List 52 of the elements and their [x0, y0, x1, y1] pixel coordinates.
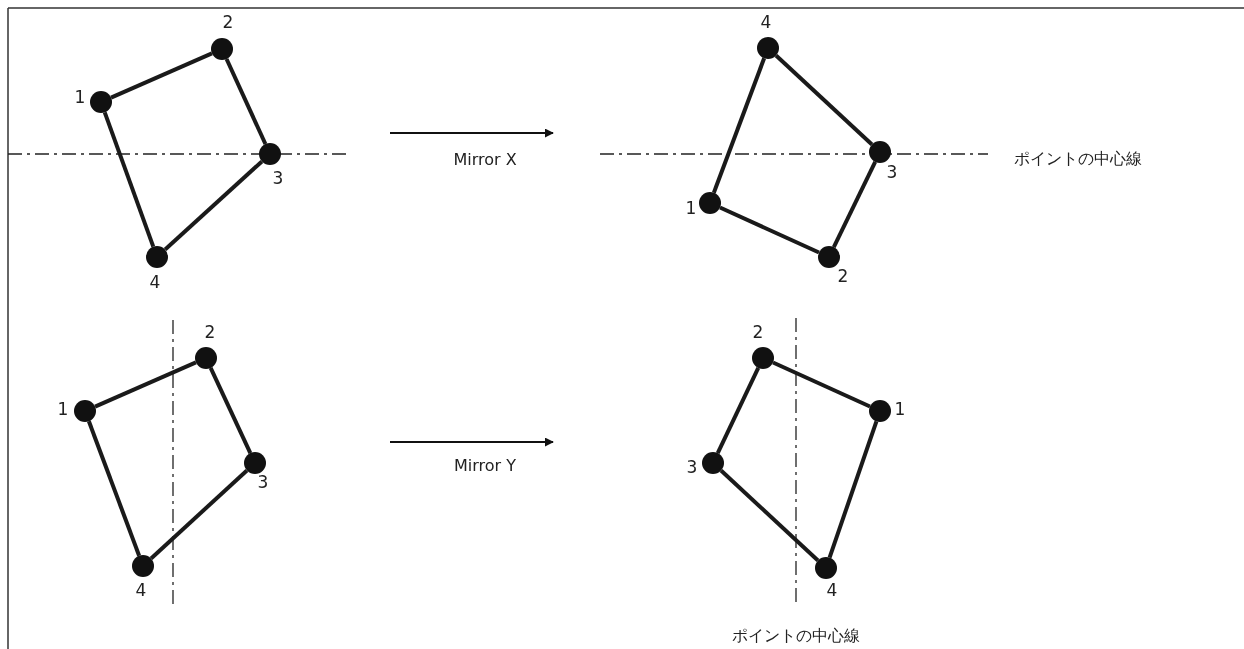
point-number: 2 [222, 13, 234, 31]
point-number: 2 [837, 267, 849, 285]
point-dot [244, 452, 266, 474]
polygon-edge [208, 367, 253, 454]
polygon-edge [715, 367, 761, 454]
polygon-edge [224, 58, 268, 145]
point-number: 3 [886, 163, 898, 181]
point-number: 3 [272, 169, 284, 187]
point-number: 4 [760, 13, 772, 31]
point-number: 4 [826, 581, 838, 599]
polygon-edge [87, 420, 141, 557]
point-number: 1 [57, 400, 69, 418]
point-dot [702, 452, 724, 474]
point-dot [146, 246, 168, 268]
point-dot [195, 347, 217, 369]
point-dot [211, 38, 233, 60]
point-number: 4 [135, 581, 147, 599]
point-number: 2 [752, 323, 764, 341]
point-number: 1 [894, 400, 906, 418]
point-dot [699, 192, 721, 214]
point-number: 3 [257, 473, 269, 491]
operation-label: Mirror X [453, 151, 517, 169]
polygon-edge [149, 468, 249, 561]
point-dot [815, 557, 837, 579]
point-number: 2 [204, 323, 216, 341]
polygon-edge [719, 469, 820, 562]
polygon-edge [719, 205, 820, 255]
point-dot [132, 555, 154, 577]
point-dot [818, 246, 840, 268]
polygon-edge [712, 57, 766, 194]
point-dot [757, 37, 779, 59]
point-number: 1 [685, 199, 697, 217]
point-number: 1 [74, 88, 86, 106]
polygon-edge [110, 51, 213, 100]
point-dot [869, 400, 891, 422]
point-dot [74, 400, 96, 422]
point-number: 3 [686, 458, 698, 476]
point-dot [752, 347, 774, 369]
center-line-label: ポイントの中心線 [1014, 150, 1142, 168]
point-number: 4 [149, 273, 161, 291]
polygon-edge [94, 360, 197, 409]
point-dot [90, 91, 112, 113]
polygon-edge [102, 111, 156, 248]
polygon-edge [163, 159, 264, 252]
operation-label: Mirror Y [454, 457, 516, 475]
center-line-label: ポイントの中心線 [732, 627, 860, 645]
polygon-edge [774, 54, 874, 146]
point-dot [259, 143, 281, 165]
polygon-edge [827, 420, 879, 559]
polygon-edge [772, 360, 871, 409]
polygon-edge [832, 161, 877, 248]
point-dot [869, 141, 891, 163]
